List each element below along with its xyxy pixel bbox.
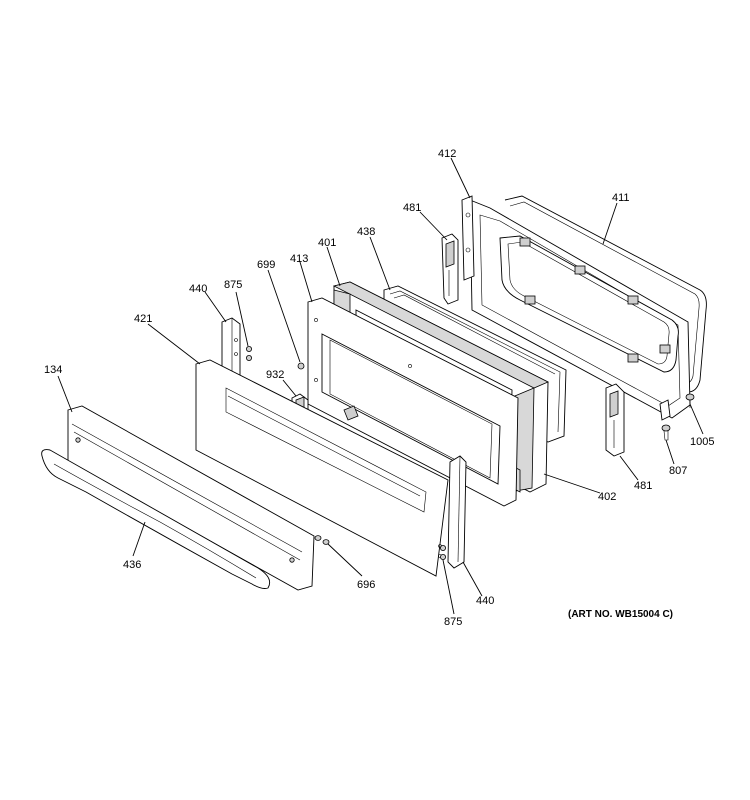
callout-932: 932 (266, 369, 284, 381)
callout-481-upper: 481 (403, 202, 421, 214)
part-436-door-handle (41, 449, 271, 589)
callout-412: 412 (438, 148, 456, 160)
callout-413: 413 (290, 253, 308, 265)
callout-875-lower: 875 (444, 616, 462, 628)
callout-440-lower: 440 (476, 595, 494, 607)
part-875-fastener-upper (245, 345, 252, 361)
callout-402: 402 (598, 491, 616, 503)
callout-696: 696 (357, 579, 375, 591)
part-699-fastener (297, 362, 305, 370)
callout-421: 421 (134, 313, 152, 325)
part-481-hinge-upper (441, 233, 459, 305)
part-413-door-liner (307, 297, 519, 507)
callout-labels: 412 411 481 438 401 413 699 440 875 421 … (44, 148, 714, 628)
part-481-hinge-lower (605, 383, 625, 457)
part-696-screws (314, 535, 330, 545)
part-412-inner-door-panel (461, 195, 691, 421)
part-807-screw (661, 424, 671, 441)
leader-lines (57, 157, 704, 615)
callout-436: 436 (123, 559, 141, 571)
part-421-outer-glass (195, 359, 449, 577)
part-134-door-trim (67, 405, 315, 591)
part-440-side-channel-left (221, 317, 241, 385)
part-875-fastener-lower (439, 545, 446, 561)
callout-411: 411 (612, 192, 630, 204)
callout-875-upper: 875 (224, 279, 242, 291)
callout-440-upper: 440 (189, 283, 207, 295)
callout-438: 438 (357, 226, 375, 238)
callout-134: 134 (44, 364, 62, 376)
callout-699: 699 (257, 259, 275, 271)
callout-481-lower: 481 (634, 480, 652, 492)
part-440-side-channel-right (447, 455, 467, 569)
art-number: (ART NO. WB15004 C) (568, 609, 673, 620)
callout-1005: 1005 (690, 436, 714, 448)
callout-807: 807 (669, 465, 687, 477)
callout-401: 401 (318, 237, 336, 249)
